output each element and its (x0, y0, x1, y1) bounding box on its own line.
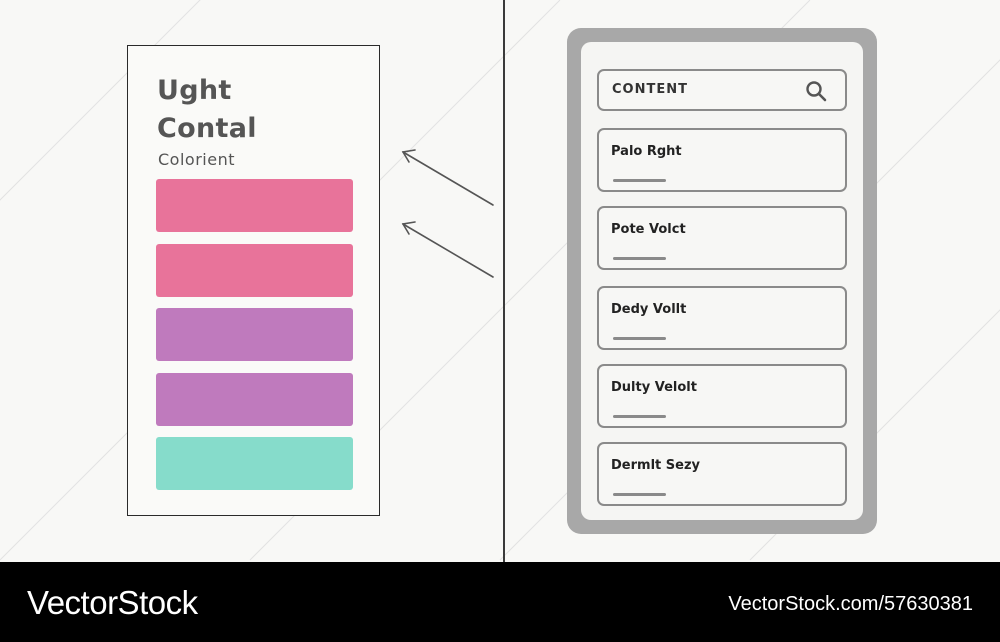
list-item-label: Dulty Velolt (611, 380, 697, 395)
palette-subtitle: Colorient (158, 150, 235, 169)
color-swatch[interactable] (156, 308, 353, 361)
list-item[interactable]: Palo Rght (597, 128, 847, 192)
search-bar[interactable]: CONTENT (597, 69, 847, 111)
list-item[interactable]: Dulty Velolt (597, 364, 847, 428)
list-item-line (613, 493, 666, 496)
list-item-label: Dermlt Sezy (611, 458, 700, 473)
list-item[interactable]: Pote Volct (597, 206, 847, 270)
list-item[interactable]: Dedy Vollt (597, 286, 847, 350)
phone-screen: CONTENT Palo Rght Pote Volct Dedy Vollt … (581, 42, 863, 520)
list-item-label: Dedy Vollt (611, 302, 687, 317)
list-item-line (613, 257, 666, 260)
color-swatch[interactable] (156, 373, 353, 426)
list-item-line (613, 415, 666, 418)
search-label: CONTENT (612, 82, 688, 97)
arrow-icon (401, 221, 494, 278)
color-swatch[interactable] (156, 179, 353, 232)
list-item[interactable]: Dermlt Sezy (597, 442, 847, 506)
vertical-divider (503, 0, 505, 562)
color-swatch[interactable] (156, 437, 353, 490)
list-item-line (613, 337, 666, 340)
footer-brand: VectorStock (27, 584, 198, 621)
watermark-footer: VectorStock VectorStock.com/57630381 (0, 562, 1000, 642)
phone-frame: CONTENT Palo Rght Pote Volct Dedy Vollt … (567, 28, 877, 534)
color-swatch[interactable] (156, 244, 353, 297)
list-item-label: Pote Volct (611, 222, 686, 237)
list-item-label: Palo Rght (611, 144, 682, 159)
search-icon[interactable] (805, 80, 827, 102)
arrow-icon-group (401, 149, 494, 278)
footer-image-id: VectorStock.com/57630381 (728, 593, 973, 615)
list-item-line (613, 179, 666, 182)
arrow-icon (401, 149, 494, 206)
